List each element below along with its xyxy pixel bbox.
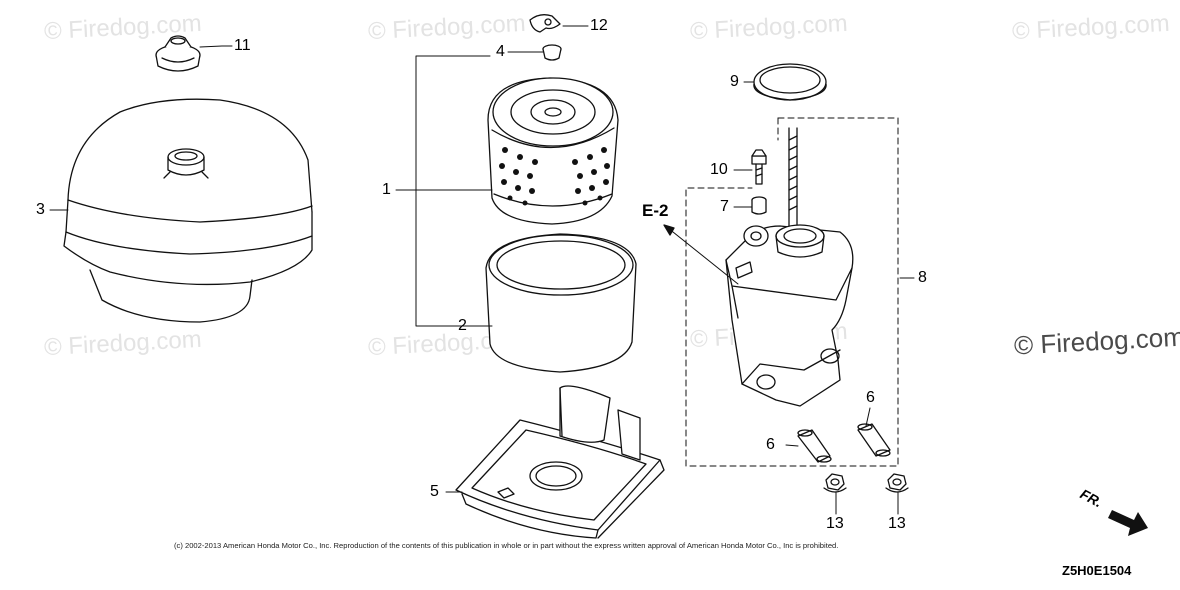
reference-e2[interactable]: E-2 — [642, 201, 669, 220]
collar-part-6b — [857, 423, 891, 457]
front-direction-arrow — [1108, 510, 1148, 536]
flange-nut-part-13b — [885, 473, 909, 493]
foam-filter-part-2 — [485, 233, 637, 373]
callout-7: 7 — [720, 198, 729, 215]
callout-5: 5 — [430, 483, 439, 500]
air-cleaner-case-part-5 — [455, 385, 665, 539]
elbow-housing-part-8 — [725, 127, 854, 407]
callout-4: 4 — [496, 43, 505, 60]
assembly-box-8 — [685, 117, 899, 467]
air-cleaner-cover-part-3 — [63, 98, 313, 323]
wing-nut-part-11 — [155, 35, 201, 72]
leader-lines — [49, 25, 915, 515]
flange-nut-part-13a — [823, 473, 847, 493]
gasket-part-9 — [753, 63, 827, 101]
clip-part-12 — [529, 14, 561, 33]
callout-12: 12 — [590, 17, 608, 34]
e2-reference-arrow — [663, 224, 739, 285]
callout-2: 2 — [458, 317, 467, 334]
filter-element-part-1 — [487, 77, 619, 225]
callout-6a: 6 — [766, 436, 775, 453]
bolt-part-10 — [751, 149, 767, 185]
diagram-code: Z5H0E1504 — [1062, 563, 1132, 578]
collar-part-7 — [751, 196, 767, 215]
callout-11: 11 — [234, 37, 251, 54]
nut-part-4 — [542, 44, 562, 61]
callout-9: 9 — [730, 73, 739, 90]
copyright-notice: (c) 2002-2013 American Honda Motor Co., … — [174, 541, 839, 550]
callout-10: 10 — [710, 161, 728, 178]
callout-8: 8 — [918, 269, 927, 286]
callout-6b: 6 — [866, 389, 875, 406]
callout-1: 1 — [382, 181, 391, 198]
collar-part-6a — [797, 429, 832, 463]
callout-3: 3 — [36, 201, 45, 218]
callout-13a: 13 — [826, 515, 844, 532]
callout-13b: 13 — [888, 515, 906, 532]
